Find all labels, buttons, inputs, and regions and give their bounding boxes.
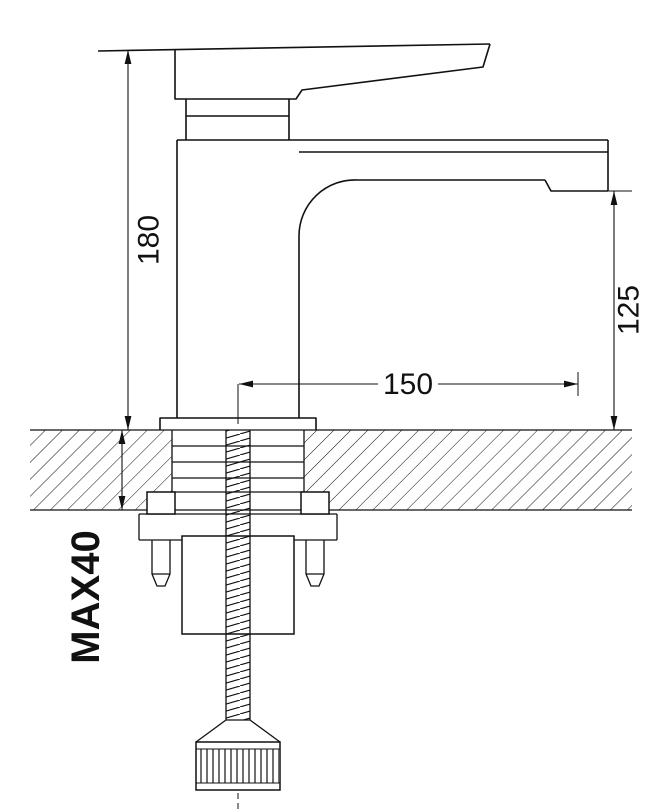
dimension-150: 150 [237,368,579,424]
spout-fillet [298,179,359,237]
arrow-down-icon [610,416,618,430]
faucet-outline [97,43,609,430]
clamp-washer-left [146,491,176,515]
thread-pattern [226,430,250,720]
handle-top-edge [97,43,491,52]
arrow-right-icon [564,380,578,388]
dimension-max40: MAX40 [64,430,126,664]
clamp-bolt-left [151,540,171,587]
arrow-down-icon [124,416,132,430]
dimension-180: 180 [124,50,166,430]
arrow-up-icon [610,191,618,205]
knurling [197,749,279,783]
clamp-washer-right [300,491,330,515]
cartridge-neck [185,99,290,140]
dimension-125: 125 [608,190,646,430]
dim-125-label: 125 [613,285,646,335]
rod-to-nut-transition [195,719,281,743]
arrow-down-icon [118,496,126,510]
arrow-up-icon [118,430,126,444]
arrow-left-icon [239,380,253,388]
locknut [195,741,281,809]
countertop-section [30,429,632,511]
aerator [544,179,608,192]
countertop-hatch-right [304,430,632,510]
clamp-bolt-right [305,540,325,587]
arrow-up-icon [124,50,132,64]
lever-handle [174,43,491,100]
threaded-rod [195,430,281,743]
dim-max40-label: MAX40 [64,530,108,663]
dim-150-label: 150 [383,368,433,401]
dim-180-label: 180 [133,215,166,265]
